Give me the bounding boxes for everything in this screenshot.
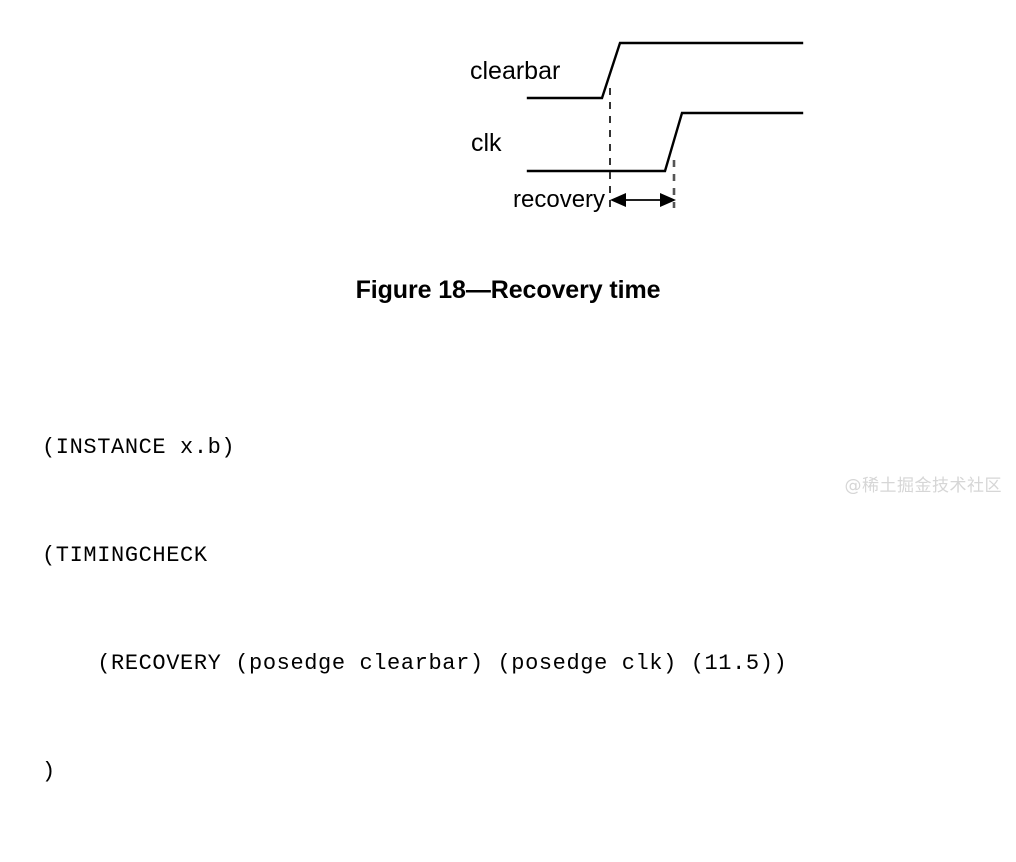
- code-line: (TIMINGCHECK: [42, 543, 208, 568]
- signal-label-clearbar: clearbar: [470, 57, 561, 85]
- document-page: clearbar clk recovery Figure 18—Recovery…: [0, 0, 1016, 784]
- clearbar-waveform-trace: [526, 41, 804, 100]
- figure-caption: Figure 18—Recovery time: [355, 276, 661, 304]
- clk-waveform-trace: [526, 111, 804, 173]
- measurement-label-recovery: recovery: [513, 186, 606, 213]
- code-line: (RECOVERY (posedge clearbar) (posedge cl…: [42, 651, 788, 676]
- sdf-code-block: (INSTANCE x.b) (TIMINGCHECK (RECOVERY (p…: [42, 358, 982, 862]
- code-line: (INSTANCE x.b): [42, 435, 236, 460]
- code-line: ): [42, 759, 56, 784]
- timing-waveform-diagram: [526, 41, 804, 208]
- recovery-measure-arrow-icon: [610, 193, 676, 207]
- watermark: @稀土掘金技术社区: [844, 476, 1002, 496]
- signal-label-clk: clk: [471, 129, 502, 157]
- figure-recovery-time: clearbar clk recovery Figure 18—Recovery…: [0, 0, 1016, 330]
